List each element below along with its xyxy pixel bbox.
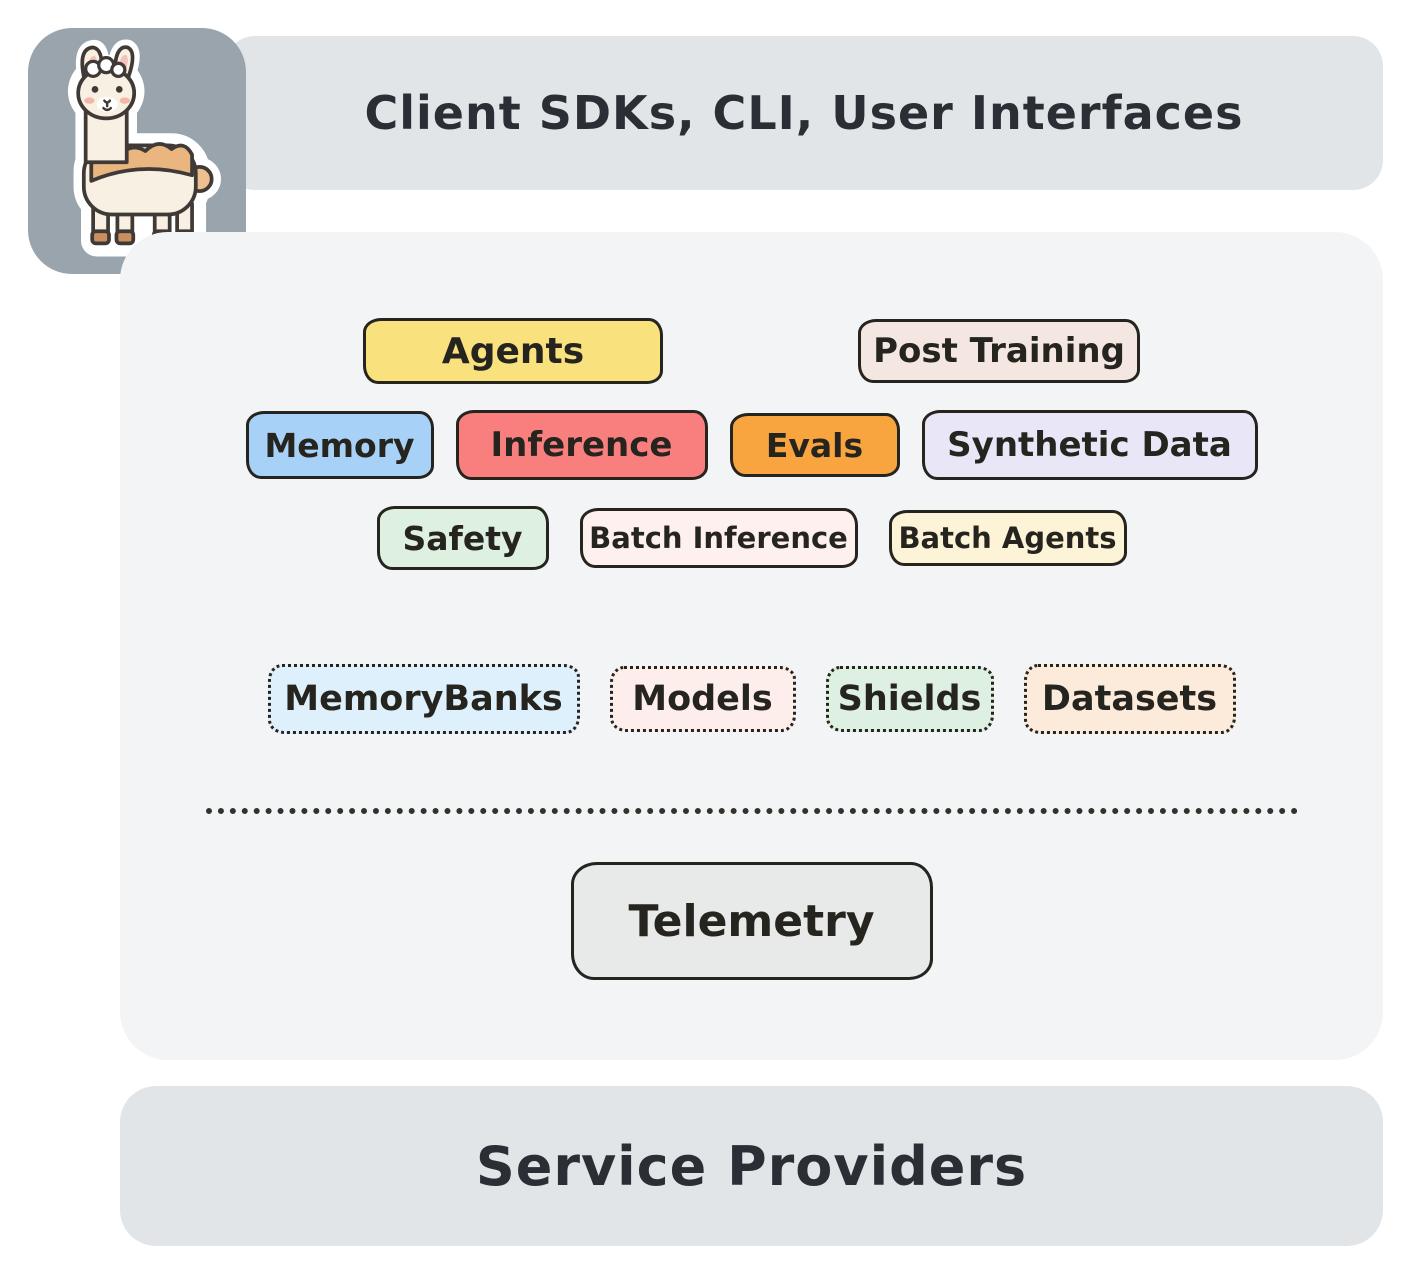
api-box-synthetic-data: Synthetic Data	[921, 410, 1258, 480]
api-row-3: Safety Batch Inference Batch Agents	[120, 506, 1383, 570]
dotted-divider	[205, 808, 1298, 814]
resource-box-datasets: Datasets	[1023, 664, 1236, 734]
api-box-memory: Memory	[245, 411, 434, 479]
service-providers-banner: Service Providers	[120, 1086, 1383, 1246]
api-box-agents: Agents	[363, 318, 663, 384]
api-box-inference: Inference	[455, 410, 708, 480]
api-box-evals: Evals	[729, 413, 900, 477]
api-box-batch-inference: Batch Inference	[579, 508, 858, 568]
service-providers-title: Service Providers	[475, 1134, 1028, 1198]
resource-box-memorybanks: MemoryBanks	[267, 664, 580, 734]
api-box-safety: Safety	[376, 506, 549, 570]
telemetry-box: Telemetry	[570, 862, 933, 980]
api-box-batch-agents: Batch Agents	[888, 510, 1127, 566]
client-layer-title: Client SDKs, CLI, User Interfaces	[364, 86, 1244, 140]
api-row-2: Memory Inference Evals Synthetic Data	[120, 410, 1383, 480]
resource-box-models: Models	[609, 666, 796, 732]
api-row-1: Agents Post Training	[120, 318, 1383, 384]
resource-box-shields: Shields	[825, 666, 994, 732]
client-layer-banner: Client SDKs, CLI, User Interfaces	[225, 36, 1383, 190]
api-stack-panel: Agents Post Training Memory Inference Ev…	[120, 232, 1383, 1060]
resource-row: MemoryBanks Models Shields Datasets	[120, 664, 1383, 734]
api-box-post-training: Post Training	[858, 319, 1140, 383]
llama-mascot-icon	[67, 39, 221, 257]
telemetry-row: Telemetry	[120, 862, 1383, 980]
